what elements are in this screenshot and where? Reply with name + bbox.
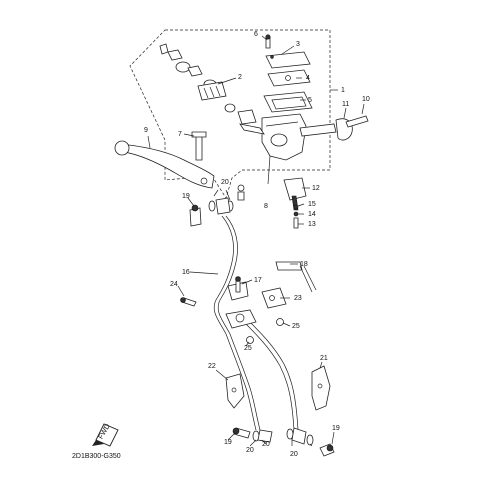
brake-switch (283, 177, 307, 211)
brake-hose (213, 215, 299, 431)
hose-clamp (275, 261, 317, 293)
callout-10: 10 (362, 96, 370, 103)
callout-24: 24 (170, 281, 178, 288)
bracket-21 (311, 365, 331, 411)
callout-19-lower-right: 19 (332, 425, 340, 432)
callout-20-upper: 20 (221, 179, 229, 186)
master-cylinder-body (261, 113, 337, 161)
callout-17: 17 (254, 277, 262, 284)
leader-lines (147, 35, 365, 447)
callout-20-lower-a: 20 (246, 447, 254, 454)
bracket-22 (225, 373, 245, 409)
callout-4: 4 (306, 75, 310, 82)
switch-screws (237, 184, 299, 229)
callout-11: 11 (342, 101, 349, 108)
callout-25-center: 25 (244, 345, 252, 352)
brake-lever (114, 140, 215, 189)
callout-23: 23 (294, 295, 302, 302)
callout-19-upper: 19 (182, 193, 190, 200)
callout-5: 5 (308, 97, 312, 104)
banjo-bolt-upper (189, 204, 202, 227)
callout-22: 22 (208, 363, 216, 370)
pivot-bolt (191, 131, 207, 161)
cap-screw (265, 34, 271, 49)
callout-21: 21 (320, 355, 328, 362)
diaphragm (263, 91, 313, 113)
copper-washers-upper (208, 197, 234, 215)
callout-12: 12 (312, 185, 320, 192)
fwd-arrow-icon (92, 423, 119, 447)
callout-15: 15 (308, 201, 316, 208)
bolt-24 (180, 297, 197, 307)
bracket-23 (261, 287, 287, 309)
callout-9: 9 (144, 127, 148, 134)
callout-20-lower-c: 20 (290, 451, 298, 458)
callout-8: 8 (264, 203, 268, 210)
callout-14: 14 (308, 211, 316, 218)
nut-25 (246, 318, 284, 344)
callout-3: 3 (296, 41, 300, 48)
bolt-17 (235, 276, 241, 293)
callout-2: 2 (238, 74, 242, 81)
callout-18: 18 (300, 261, 308, 268)
piston-kit (159, 43, 265, 135)
callout-6: 6 (254, 31, 258, 38)
handlebar-clamp (335, 115, 369, 141)
banjo-bolt-lower-left (232, 427, 273, 443)
callout-1: 1 (341, 87, 345, 94)
reservoir-cap (265, 51, 311, 69)
callout-20-lower-b: 20 (262, 441, 270, 448)
callout-13: 13 (308, 221, 316, 228)
diaphragm-plate (267, 69, 311, 87)
callout-25-right: 25 (292, 323, 300, 330)
figure-code: 2D1B300-G350 (72, 453, 121, 460)
banjo-bolt-lower-right (286, 427, 335, 457)
callout-19-lower-left: 19 (224, 439, 232, 446)
callout-16: 16 (182, 269, 190, 276)
callout-7: 7 (178, 131, 182, 138)
hose-joint (225, 309, 257, 329)
